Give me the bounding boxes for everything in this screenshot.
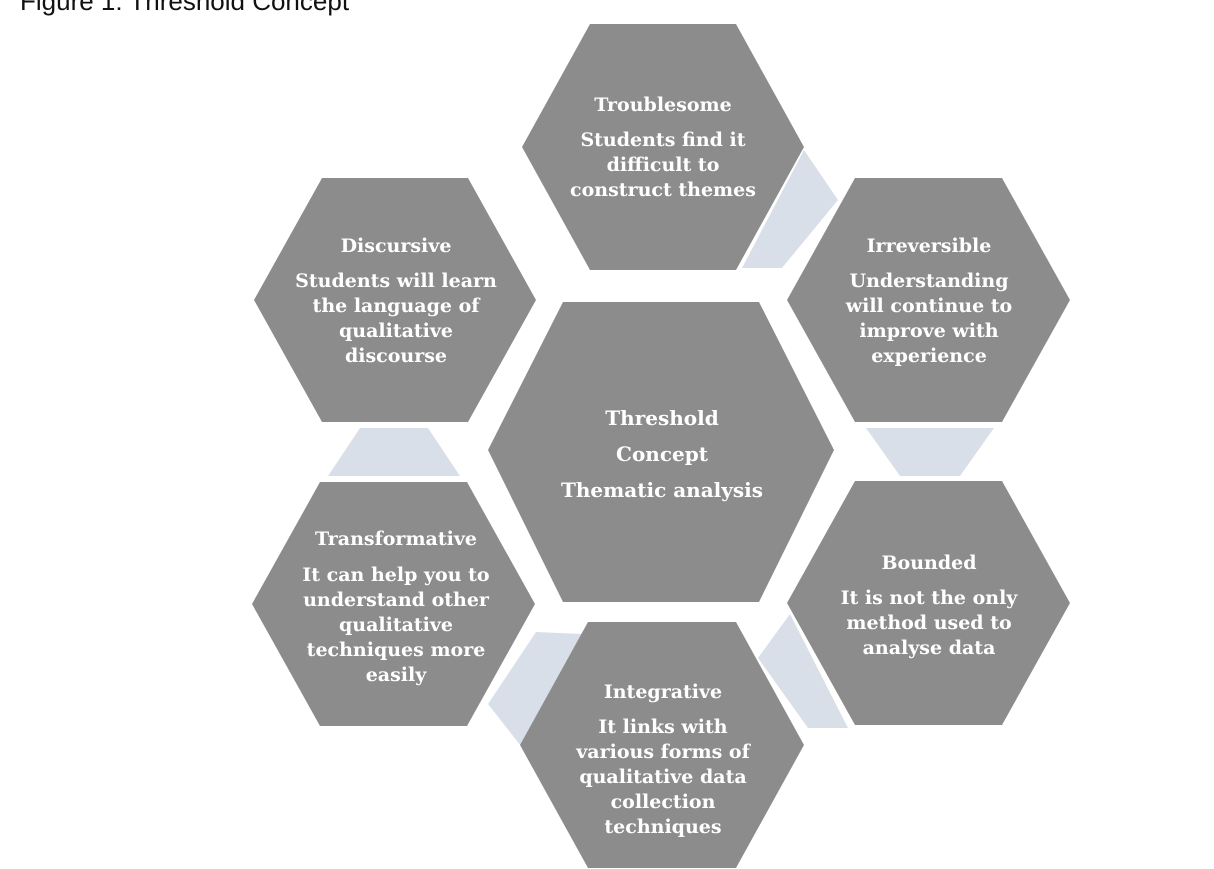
node-body-line: the language of <box>313 295 482 317</box>
node-title: Transformative <box>315 528 477 550</box>
node-body-line: Students find it <box>580 129 745 151</box>
hexagon-transformative <box>252 482 535 726</box>
node-body-line: method used to <box>846 612 1011 634</box>
connector-bounded-integrative <box>758 614 848 728</box>
node-body-line: Students will learn <box>295 270 497 292</box>
node-title: Irreversible <box>867 235 992 257</box>
node-body-line: difficult to <box>607 154 720 176</box>
node-body-line: analyse data <box>863 637 996 659</box>
node-transformative: Transformative It can help you to unders… <box>302 528 490 686</box>
hexagon-troublesome <box>522 24 804 270</box>
node-body-line: understand other <box>303 589 490 611</box>
connector-transformative-discursive <box>328 428 460 476</box>
node-body-line: experience <box>871 345 987 367</box>
center-text: Threshold Concept Thematic analysis <box>561 406 763 502</box>
node-body-line: Understanding <box>850 270 1009 292</box>
node-body-line: will continue to <box>845 295 1012 317</box>
node-bounded: Bounded It is not the only method used t… <box>841 552 1019 659</box>
node-title: Integrative <box>604 681 722 703</box>
node-body-line: various forms of <box>575 741 751 763</box>
node-body-line: construct themes <box>570 179 756 201</box>
connectors <box>328 150 994 750</box>
node-irreversible: Irreversible Understanding will continue… <box>845 235 1012 367</box>
node-body-line: qualitative data <box>579 766 746 788</box>
node-body-line: It is not the only <box>841 587 1019 609</box>
node-body-line: It links with <box>598 716 727 738</box>
hexagon-center <box>488 302 834 602</box>
center-line-1: Threshold <box>605 406 718 430</box>
node-title: Troublesome <box>594 94 731 116</box>
node-body-line: collection <box>611 791 716 813</box>
connector-troublesome-irreversible <box>742 150 838 268</box>
hexagon-bounded <box>787 481 1070 725</box>
node-body-line: discourse <box>345 345 447 367</box>
hexagon-integrative <box>520 622 804 868</box>
node-body-line: qualitative <box>339 614 453 636</box>
node-body-line: It can help you to <box>302 564 489 586</box>
node-title: Discursive <box>341 235 452 257</box>
node-troublesome: Troublesome Students find it difficult t… <box>570 94 756 201</box>
node-body-line: improve with <box>859 320 998 342</box>
center-line-3: Thematic analysis <box>561 478 763 502</box>
hexagons <box>252 24 1070 868</box>
node-body-line: qualitative <box>339 320 453 342</box>
hexagon-irreversible <box>787 178 1070 422</box>
node-body-line: techniques <box>604 816 721 838</box>
node-body-line: easily <box>366 664 428 686</box>
node-title: Bounded <box>881 552 976 574</box>
hexagon-discursive <box>254 178 536 422</box>
node-body-line: techniques more <box>307 639 486 661</box>
figure-title: Figure 1: Threshold Concept <box>20 0 350 16</box>
center-line-2: Concept <box>616 442 709 466</box>
node-discursive: Discursive Students will learn the langu… <box>295 235 497 367</box>
connector-integrative-transformative <box>488 632 582 750</box>
node-integrative: Integrative It links with various forms … <box>575 681 751 838</box>
connector-irreversible-bounded <box>866 428 994 476</box>
